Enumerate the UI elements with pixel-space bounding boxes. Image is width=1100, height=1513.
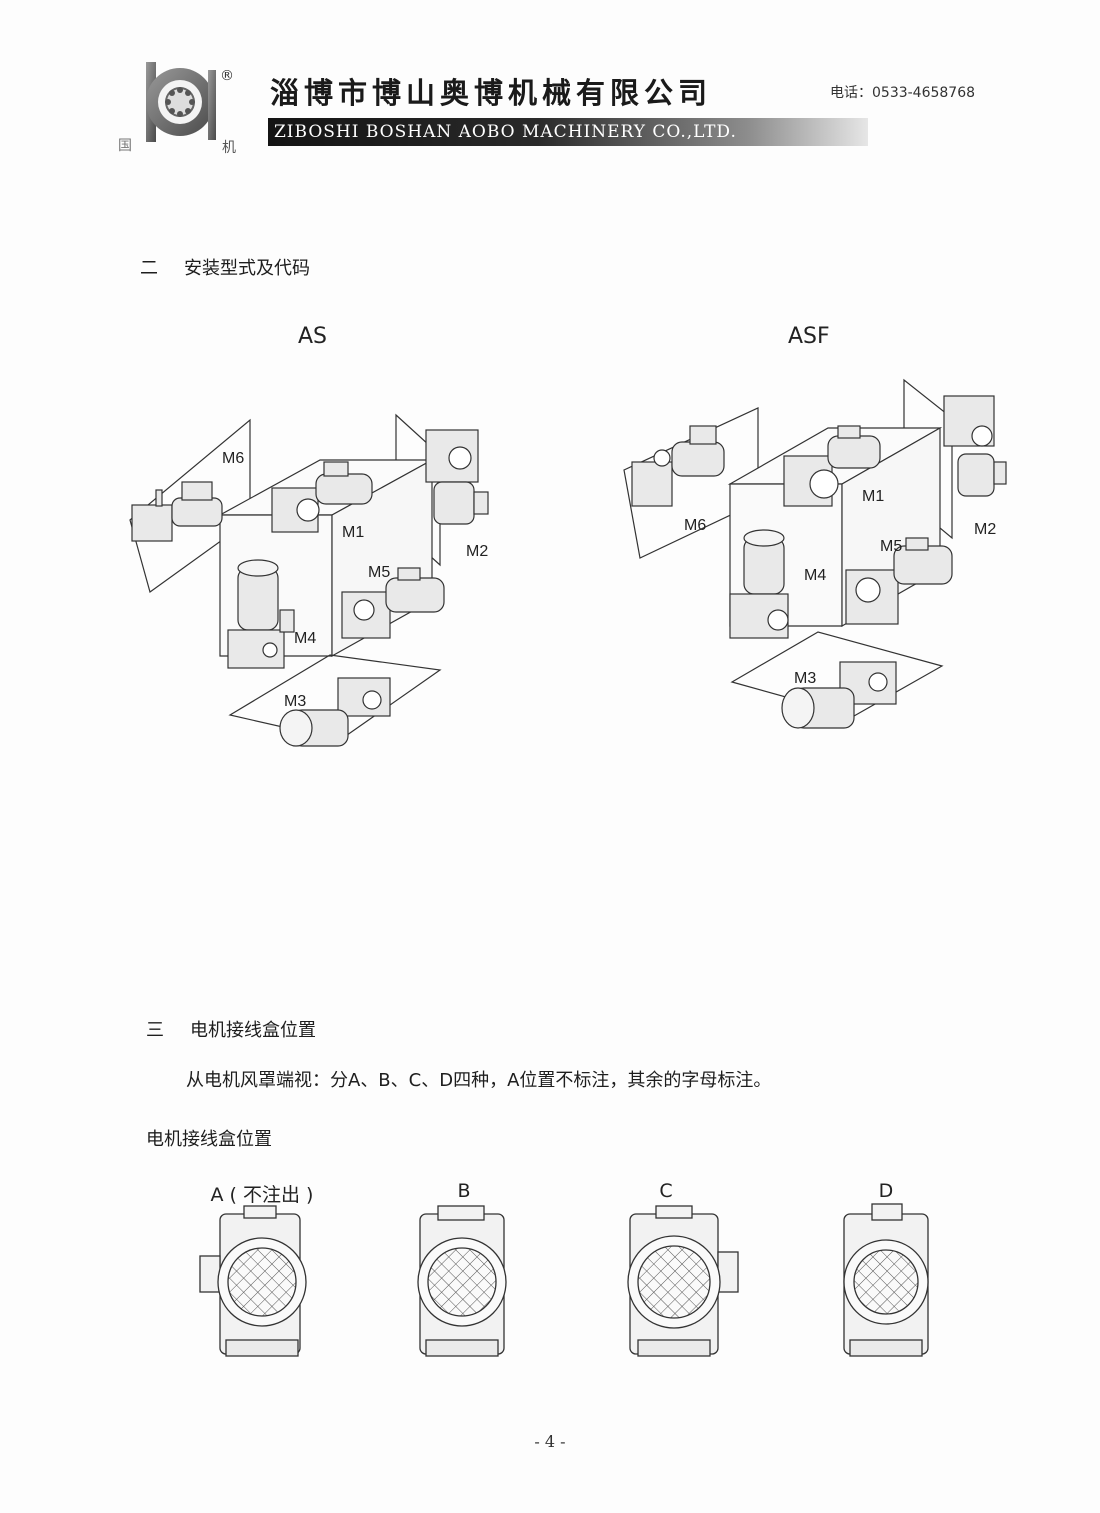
label-m6: M6: [222, 450, 244, 467]
svg-text:国: 国: [118, 138, 132, 154]
section-3-heading: 三 电机接线盒位置: [146, 1016, 316, 1042]
phone-number: 电话：0533-4658768: [830, 85, 976, 101]
position-label-b: B: [457, 1180, 471, 1202]
position-label-a: A ( 不注出 ): [210, 1184, 314, 1206]
label-m2: M2: [974, 521, 996, 538]
terminal-box-positions: [199, 1203, 929, 1357]
section-title: 安装型式及代码: [184, 258, 310, 279]
label-m4: M4: [294, 630, 316, 647]
terminal-box-b: [417, 1205, 507, 1357]
company-name-en: ZIBOSHI BOSHAN AOBO MACHINERY CO.,LTD.: [268, 118, 868, 146]
label-m1: M1: [342, 524, 364, 541]
terminal-box-a: [199, 1205, 307, 1357]
mounting-diagram-asf: M6 M1 M2 M4 M5 M3: [623, 378, 1007, 729]
mounting-diagram-as: M6 M1 M2 M5 M4 M3: [129, 413, 489, 747]
label-m6: M6: [684, 517, 706, 534]
figure-title-as: AS: [298, 324, 328, 349]
svg-text:®: ®: [220, 68, 234, 84]
label-m2: M2: [466, 543, 488, 560]
label-m3: M3: [794, 670, 816, 687]
position-label-d: D: [878, 1180, 894, 1202]
label-m4: M4: [804, 567, 826, 584]
section-number: 二: [140, 258, 158, 279]
label-m5: M5: [368, 564, 390, 581]
label-m3: M3: [284, 693, 306, 710]
terminal-box-d: [843, 1203, 929, 1357]
position-label-c: C: [659, 1180, 673, 1202]
section-number: 三: [146, 1020, 164, 1041]
section-title: 电机接线盒位置: [190, 1020, 316, 1041]
company-logo: ® 国 机: [118, 60, 238, 155]
svg-text:机: 机: [222, 140, 236, 155]
section-2-heading: 二 安装型式及代码: [140, 254, 310, 280]
label-m1: M1: [862, 488, 884, 505]
description-text: 从电机风罩端视：分A、B、C、D四种，A位置不标注，其余的字母标注。: [186, 1070, 772, 1091]
company-name-cn: 淄博市博山奥博机械有限公司: [270, 76, 713, 110]
subsection-title: 电机接线盒位置: [146, 1129, 272, 1150]
page-number: - 4 -: [534, 1432, 566, 1451]
label-m5: M5: [880, 538, 902, 555]
figure-title-asf: ASF: [788, 324, 830, 349]
terminal-box-c: [627, 1205, 739, 1357]
